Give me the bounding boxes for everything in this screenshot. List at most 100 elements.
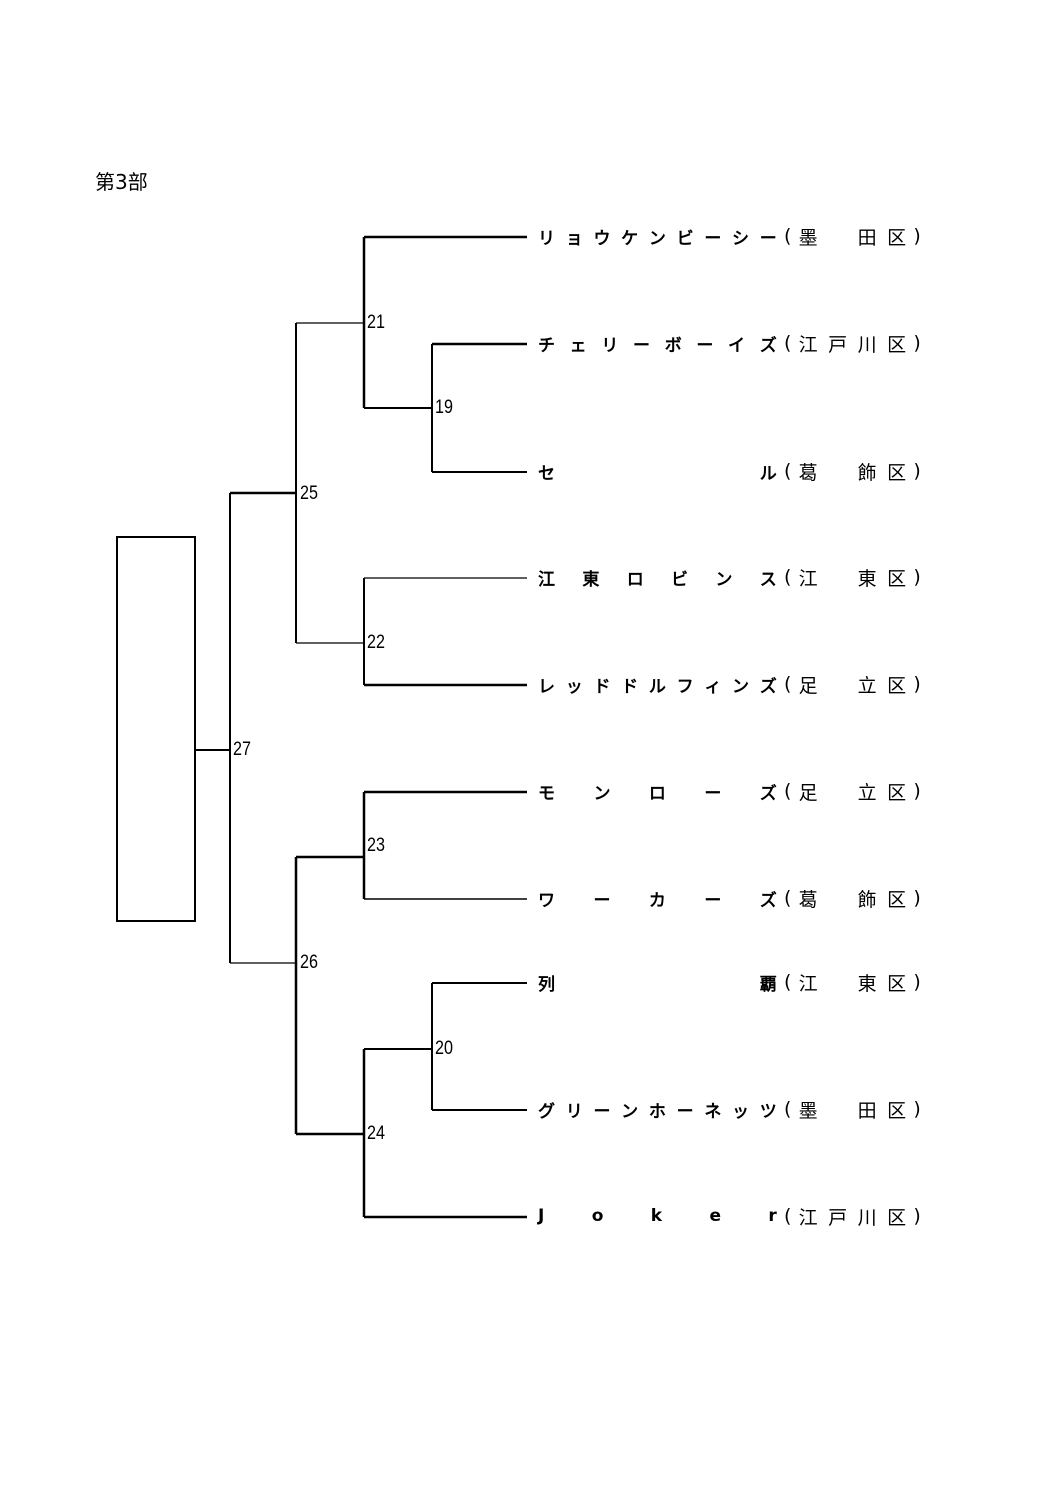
match-20-lines — [364, 983, 433, 1110]
team-district: 江 東区 — [799, 969, 906, 996]
paren-open: ( — [784, 225, 792, 247]
paren-close: ) — [913, 673, 921, 695]
char: 飾 — [857, 461, 877, 484]
match-24-lines — [296, 1049, 366, 1217]
char: 列 — [538, 974, 555, 995]
char: 区 — [887, 888, 907, 911]
team-entry: ワーカーズ(葛 飾区) — [538, 886, 928, 911]
paren-close: ) — [913, 566, 921, 588]
char — [828, 671, 847, 698]
team-entry: セル(葛 飾区) — [538, 458, 928, 485]
char: ビ — [671, 569, 689, 590]
team-district: 足 立区 — [799, 778, 906, 805]
char: グ — [538, 1101, 555, 1122]
char: ロ — [626, 569, 644, 590]
char: ィ — [704, 676, 722, 697]
char: 飾 — [857, 888, 877, 911]
char: 足 — [798, 781, 818, 804]
match-number-22: 22 — [367, 632, 385, 653]
char: 戸 — [828, 333, 848, 356]
char: ー — [704, 228, 722, 249]
match-19-lines — [364, 344, 433, 472]
match-number-24: 24 — [367, 1123, 385, 1144]
match-27-lines — [195, 493, 231, 963]
char: モ — [538, 783, 555, 804]
team-name: チェリーボーイズ — [538, 331, 777, 356]
char: ェ — [569, 335, 587, 356]
team-name: グリーンホーネッツ — [538, 1097, 777, 1122]
char: ド — [593, 676, 611, 697]
team-entry: 列覇(江 東区) — [538, 969, 928, 996]
char: 東 — [857, 972, 877, 995]
paren-close: ) — [913, 1098, 921, 1120]
char: 葛 — [798, 461, 818, 484]
char: ケ — [621, 228, 639, 249]
char: 葛 — [798, 888, 818, 911]
char: ー — [759, 228, 777, 249]
char: J — [538, 1206, 545, 1226]
char: ー — [704, 783, 722, 804]
char: ワ — [538, 890, 555, 911]
char: 覇 — [759, 974, 777, 995]
match-number-26: 26 — [300, 952, 318, 973]
char: ル — [648, 676, 666, 697]
char: ン — [593, 783, 611, 804]
char — [828, 778, 847, 805]
char: レ — [538, 676, 555, 697]
char: 田 — [857, 226, 877, 249]
char: ー — [593, 890, 611, 911]
team-entry: チェリーボーイズ(江戸川区) — [538, 331, 928, 356]
char: ボ — [664, 335, 682, 356]
char — [828, 564, 847, 591]
char: 区 — [887, 781, 907, 804]
team-district: 葛 飾区 — [799, 458, 906, 485]
char — [828, 458, 847, 485]
paren-open: ( — [784, 971, 792, 993]
char: ホ — [648, 1101, 666, 1122]
char: 東 — [582, 569, 600, 590]
team-name: 列覇 — [538, 970, 777, 995]
paren-open: ( — [784, 673, 792, 695]
char: ズ — [759, 335, 777, 356]
char: 区 — [887, 1206, 907, 1229]
char: ス — [759, 569, 777, 590]
paren-open: ( — [784, 780, 792, 802]
team-entry: レッドドルフィンズ(足 立区) — [538, 671, 928, 698]
team-entry: リョウケンビーシー(墨 田区) — [538, 223, 928, 250]
paren-open: ( — [784, 460, 792, 482]
char: リ — [538, 228, 555, 249]
char: e — [709, 1206, 721, 1226]
paren-open: ( — [784, 1098, 792, 1120]
char: ン — [732, 676, 750, 697]
char: 足 — [798, 674, 818, 697]
char: ン — [715, 569, 733, 590]
char: ビ — [676, 228, 694, 249]
char: ッ — [565, 676, 583, 697]
paren-close: ) — [913, 1205, 921, 1227]
char: ョ — [565, 228, 583, 249]
char: 区 — [887, 674, 907, 697]
char: 東 — [857, 567, 877, 590]
paren-close: ) — [913, 780, 921, 802]
paren-open: ( — [784, 566, 792, 588]
char: 江 — [798, 1206, 818, 1229]
char: k — [650, 1206, 663, 1226]
match-23-lines — [296, 792, 366, 899]
paren-close: ) — [913, 225, 921, 247]
char: ズ — [759, 783, 777, 804]
paren-open: ( — [784, 332, 792, 354]
char: 川 — [857, 1206, 877, 1229]
char — [828, 223, 847, 250]
team-district: 江戸川区 — [799, 1203, 906, 1230]
char: ズ — [759, 890, 777, 911]
char: ズ — [759, 676, 777, 697]
paren-open: ( — [784, 887, 792, 909]
team-name: レッドドルフィンズ — [538, 672, 777, 697]
team-name: ワーカーズ — [538, 886, 777, 911]
char: 区 — [887, 226, 907, 249]
match-number-27: 27 — [233, 739, 251, 760]
char: ル — [759, 463, 777, 484]
char: 立 — [857, 674, 877, 697]
